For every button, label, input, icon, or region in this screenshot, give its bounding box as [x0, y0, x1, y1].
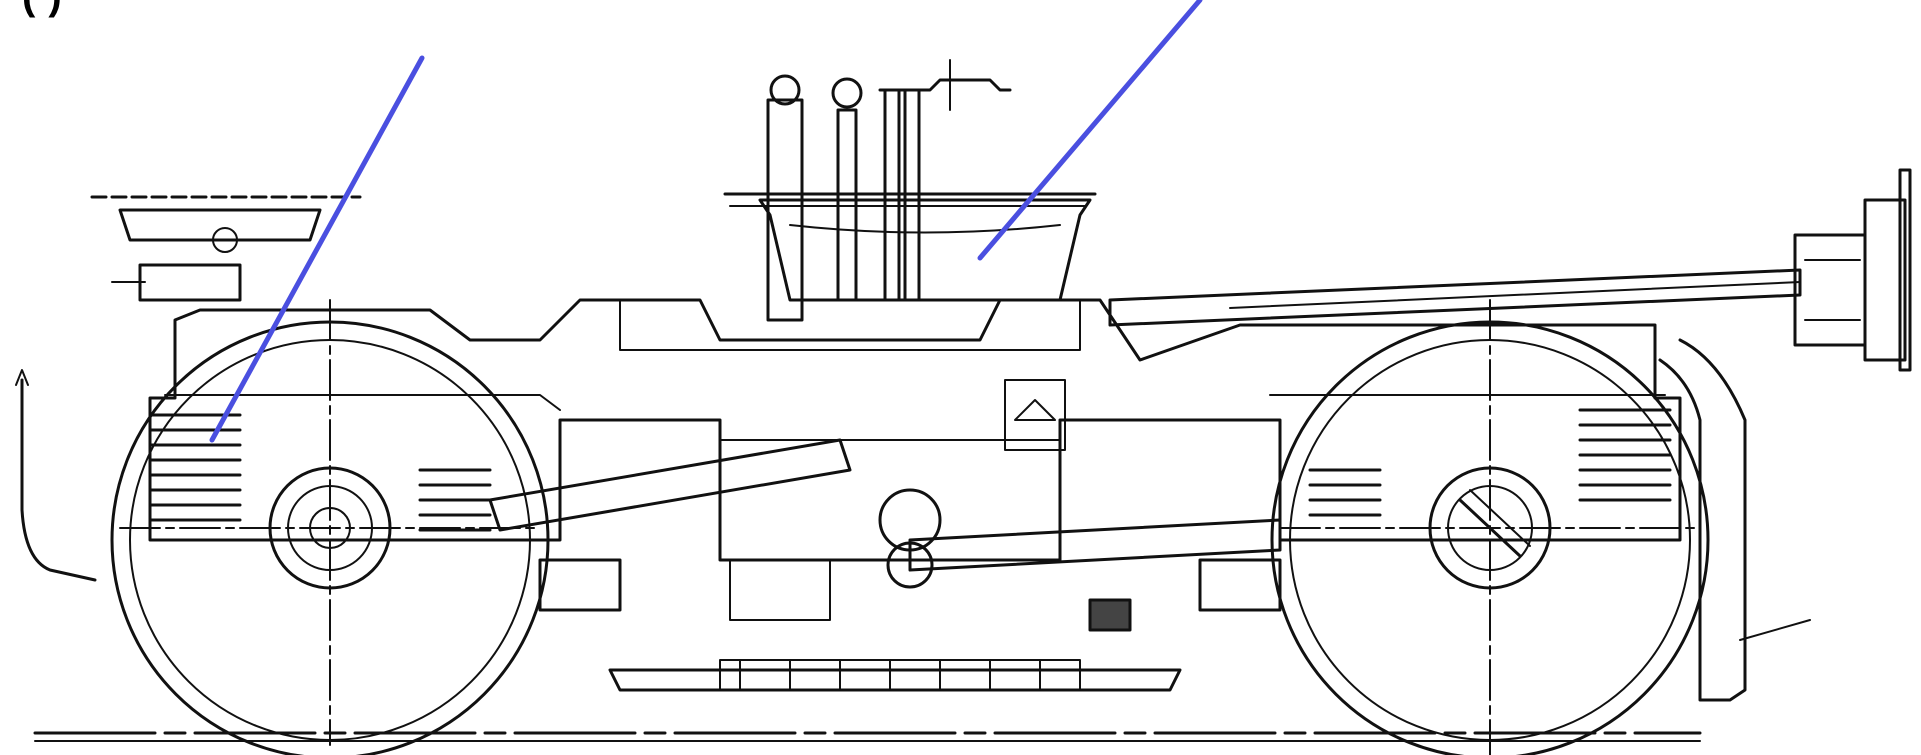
- dampers: [766, 59, 1012, 322]
- truncated-caption: ( ): [22, 0, 63, 19]
- air-spring: [723, 192, 1097, 302]
- upper-left-bracket: [90, 195, 362, 302]
- rail-line: [33, 731, 1702, 742]
- right-fender: [1658, 338, 1811, 702]
- diagonal-links: [488, 379, 1282, 621]
- coil-spring-leader: [209, 55, 425, 443]
- lower-equipment: [538, 558, 1282, 692]
- left-cable: [15, 369, 97, 582]
- left-coil-spring: [148, 413, 492, 532]
- left-wheel: [110, 299, 550, 755]
- bogie-frame: [148, 298, 1682, 562]
- right-wheel: [1270, 299, 1710, 755]
- traction-rod: [1108, 168, 1912, 372]
- air-spring-leader: [977, 0, 1203, 261]
- right-coil-spring: [1308, 408, 1672, 517]
